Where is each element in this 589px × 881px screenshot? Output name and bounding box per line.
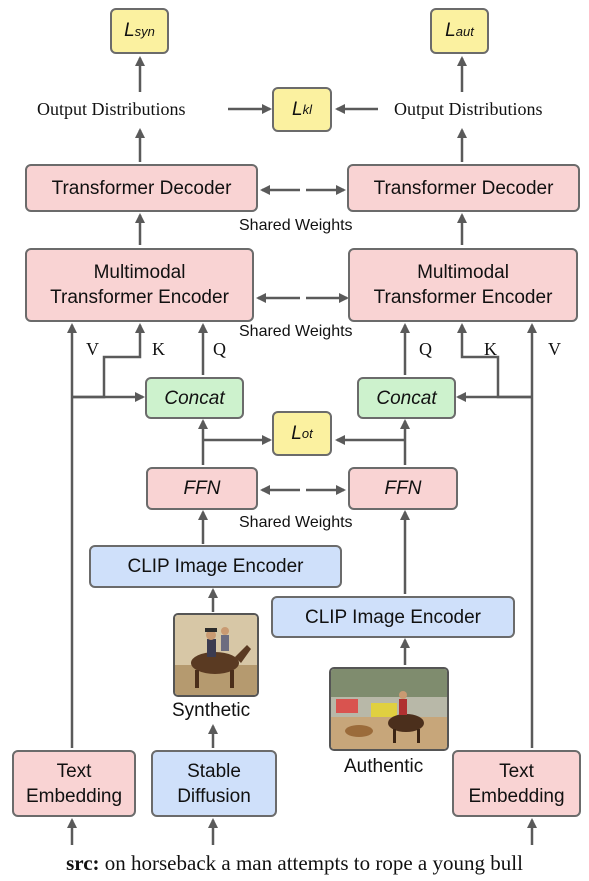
clip-encoder-right-label: CLIP Image Encoder [304,606,482,628]
ffn-left: FFN [146,467,258,510]
authentic-image [329,667,449,751]
multimodal-encoder-right-line1: Multimodal [417,262,509,283]
output-distributions-right: Output Distributions [394,99,543,119]
shared-weights-decoder: Shared Weights [239,217,353,234]
clip-encoder-right: CLIP Image Encoder [271,596,515,638]
shared-weights-encoder: Shared Weights [239,323,353,340]
text-embedding-right: Text Embedding [452,750,581,817]
synthetic-image-art [175,615,257,695]
multimodal-encoder-left: Multimodal Transformer Encoder [25,248,254,322]
multimodal-encoder-right-line2: Transformer Encoder [373,287,553,308]
loss-ot-sub: ot [301,426,313,441]
q-label-left: Q [213,339,226,359]
k-label-left: K [152,339,165,359]
loss-syn-main: L [124,20,135,41]
transformer-decoder-right: Transformer Decoder [347,164,580,212]
loss-aut-main: L [445,20,456,41]
clip-encoder-left-label: CLIP Image Encoder [127,556,304,577]
loss-aut-sub: aut [455,23,474,39]
multimodal-encoder-left-line2: Transformer Encoder [50,287,229,308]
source-caption-text: on horseback a man attempts to rope a yo… [99,851,523,875]
v-label-left: V [86,339,99,359]
stable-diffusion-line2: Diffusion [177,785,251,807]
transformer-decoder-right-label: Transformer Decoder [373,177,554,199]
text-embedding-right-line1: Text [499,760,534,782]
multimodal-encoder-left-line1: Multimodal [93,262,186,283]
loss-ot-main: L [291,422,302,444]
concat-right: Concat [357,377,456,419]
source-caption-prefix: src: [66,851,100,875]
multimodal-encoder-right: Multimodal Transformer Encoder [348,248,578,322]
ffn-right: FFN [348,467,458,510]
shared-weights-ffn: Shared Weights [239,514,353,531]
q-label-right: Q [419,339,432,359]
concat-right-label: Concat [376,387,437,409]
concat-left-label: Concat [164,387,225,409]
concat-left: Concat [145,377,244,419]
transformer-decoder-left-label: Transformer Decoder [51,177,232,199]
stable-diffusion-line1: Stable [187,760,241,782]
authentic-image-art [331,669,447,749]
text-embedding-right-line2: Embedding [468,785,565,807]
k-label-right: K [484,339,497,359]
synthetic-caption: Synthetic [172,700,251,721]
output-distributions-left: Output Distributions [37,99,186,119]
source-caption: src: on horseback a man attempts to rope… [0,851,589,876]
text-embedding-left: Text Embedding [12,750,136,817]
text-embedding-left-line2: Embedding [25,785,123,807]
v-label-right: V [548,339,561,359]
stable-diffusion: Stable Diffusion [151,750,277,817]
authentic-caption: Authentic [344,756,424,777]
text-embedding-left-line1: Text [56,760,92,782]
ffn-right-label: FFN [384,478,422,499]
loss-kl-main: L [292,98,303,120]
synthetic-image [173,613,259,697]
clip-encoder-left: CLIP Image Encoder [89,545,342,588]
transformer-decoder-left: Transformer Decoder [25,164,258,212]
ffn-left-label: FFN [183,478,221,499]
loss-syn-sub: syn [134,23,155,39]
loss-kl-sub: kl [302,102,312,117]
